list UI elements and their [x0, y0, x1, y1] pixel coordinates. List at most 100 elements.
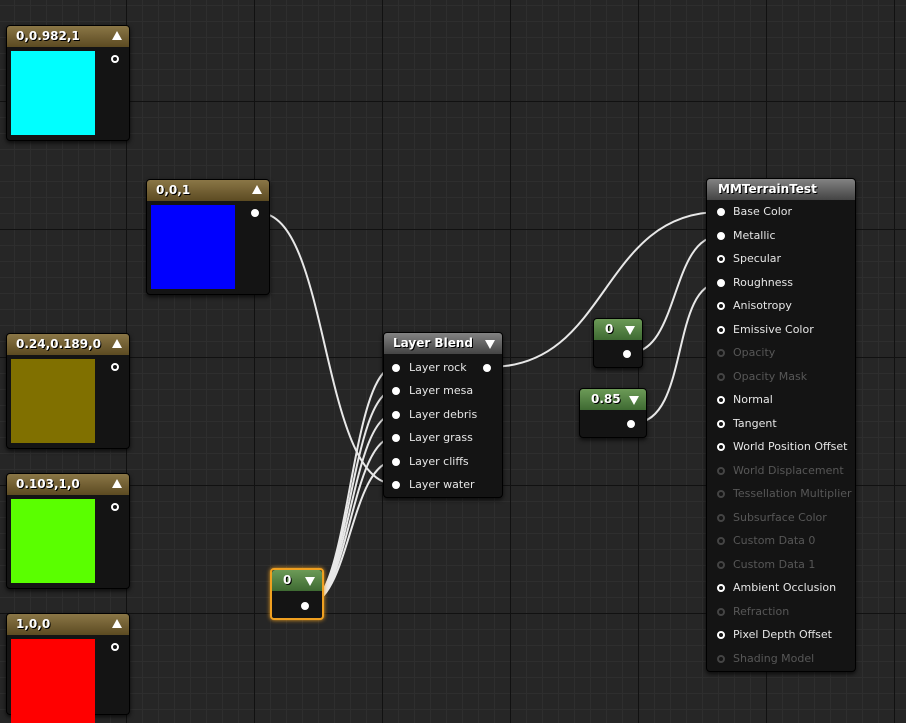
layer-grass-pin[interactable]: [392, 434, 400, 442]
material-input-label: Subsurface Color: [733, 510, 827, 524]
scalar-node-header[interactable]: 0: [272, 570, 322, 591]
material-input-pin[interactable]: [717, 231, 725, 240]
vector-node-label: 0,0.982,1: [16, 29, 80, 43]
output-pin[interactable]: [251, 209, 259, 217]
material-input-pin[interactable]: [717, 560, 725, 569]
material-input-label: Anisotropy: [733, 299, 792, 312]
material-input-label: Opacity Mask: [733, 369, 808, 383]
scalar-output-pin[interactable]: [623, 350, 631, 358]
material-input-label: Normal: [733, 393, 773, 406]
layer-debris-label: Layer debris: [409, 408, 478, 421]
layer-cliffs-label: Layer cliffs: [409, 455, 469, 468]
vector-node-header[interactable]: 0,0.982,1: [7, 26, 129, 47]
layer-water-label: Layer water: [409, 478, 475, 491]
material-input-label: Roughness: [733, 275, 794, 289]
scalar-node-metallic[interactable]: 0: [593, 318, 643, 368]
layer-blend-header[interactable]: Layer Blend: [384, 333, 502, 354]
material-input-label: Shading Model: [733, 651, 815, 665]
material-input-pin[interactable]: [717, 631, 725, 639]
material-input-pin[interactable]: [717, 419, 725, 428]
output-pin[interactable]: [111, 55, 119, 63]
layer-rock-pin[interactable]: [392, 364, 400, 372]
scalar-node-header[interactable]: 0.85: [580, 389, 646, 410]
material-input-pin[interactable]: [717, 443, 725, 451]
layer-grass-label: Layer grass: [409, 431, 473, 444]
layer-blend-title: Layer Blend: [393, 336, 473, 350]
material-input-pin[interactable]: [717, 584, 725, 592]
material-input-pin[interactable]: [717, 255, 725, 263]
vector-node-header[interactable]: 0.103,1,0: [7, 474, 129, 495]
layer-cliffs-pin[interactable]: [392, 458, 400, 466]
output-pin[interactable]: [111, 643, 119, 651]
collapse-triangle-icon[interactable]: [252, 185, 262, 194]
scalar-output-pin[interactable]: [627, 420, 635, 428]
collapse-triangle-icon[interactable]: [112, 339, 122, 348]
material-input-label: Refraction: [733, 604, 790, 618]
color-swatch: [151, 205, 235, 289]
color-swatch: [11, 499, 95, 583]
material-input-pin[interactable]: [717, 607, 725, 616]
layer-blend-output-pin[interactable]: [483, 364, 491, 372]
material-input-label: Tangent: [733, 416, 777, 430]
layer-mesa-pin[interactable]: [392, 387, 400, 395]
material-input-label: Custom Data 0: [733, 534, 816, 547]
scalar-node-header[interactable]: 0: [594, 319, 642, 340]
material-input-pin[interactable]: [717, 466, 725, 475]
collapse-triangle-icon[interactable]: [112, 619, 122, 628]
material-input-label: Tessellation Multiplier: [733, 487, 852, 500]
vector-node-header[interactable]: 0,0,1: [147, 180, 269, 201]
material-input-pin[interactable]: [717, 325, 725, 334]
expand-triangle-icon[interactable]: [625, 326, 635, 335]
scalar-value: 0: [605, 322, 614, 336]
material-input-pin[interactable]: [717, 396, 725, 404]
collapse-triangle-icon[interactable]: [112, 31, 122, 40]
material-title: MMTerrainTest: [718, 182, 817, 196]
vector-node-blue[interactable]: 0,0,1: [146, 179, 270, 295]
vector-node-label: 1,0,0: [16, 617, 51, 631]
material-input-label: Emissive Color: [733, 322, 814, 336]
material-input-label: Specular: [733, 252, 782, 265]
vector-node-label: 0.103,1,0: [16, 477, 80, 491]
vector-node-green[interactable]: 0.103,1,0: [6, 473, 130, 589]
vector-node-cyan[interactable]: 0,0.982,1: [6, 25, 130, 141]
layer-mesa-label: Layer mesa: [409, 384, 474, 397]
expand-triangle-icon[interactable]: [485, 340, 495, 349]
vector-node-label: 0.24,0.189,0: [16, 337, 102, 351]
output-pin[interactable]: [111, 503, 119, 511]
material-input-pin[interactable]: [717, 302, 725, 310]
collapse-triangle-icon[interactable]: [112, 479, 122, 488]
material-input-label: Metallic: [733, 228, 776, 242]
material-input-label: World Displacement: [733, 463, 844, 477]
material-input-label: World Position Offset: [733, 440, 848, 453]
expand-triangle-icon[interactable]: [629, 396, 639, 405]
color-swatch: [11, 51, 95, 135]
material-input-pin[interactable]: [717, 372, 725, 381]
layer-water-pin[interactable]: [392, 481, 400, 489]
output-pin[interactable]: [111, 363, 119, 371]
vector-node-red[interactable]: 1,0,0: [6, 613, 130, 723]
color-swatch: [11, 639, 95, 723]
material-input-pin[interactable]: [717, 513, 725, 522]
material-input-pin[interactable]: [717, 208, 725, 216]
vector-node-header[interactable]: 1,0,0: [7, 614, 129, 635]
vector-node-header[interactable]: 0.24,0.189,0: [7, 334, 129, 355]
material-input-pin[interactable]: [717, 537, 725, 545]
expand-triangle-icon[interactable]: [305, 577, 315, 586]
vector-node-olive[interactable]: 0.24,0.189,0: [6, 333, 130, 449]
wire-blue-to-rock: [258, 212, 396, 485]
material-input-pin[interactable]: [717, 490, 725, 498]
material-input-pin[interactable]: [717, 654, 725, 663]
material-input-label: Ambient Occlusion: [733, 581, 837, 594]
layer-debris-pin[interactable]: [392, 411, 400, 419]
material-input-pin[interactable]: [717, 278, 725, 287]
scalar-output-pin[interactable]: [301, 602, 309, 610]
scalar-node-selected[interactable]: 0: [270, 568, 324, 620]
material-input-label: Custom Data 1: [733, 557, 816, 571]
material-input-pin[interactable]: [717, 349, 725, 357]
scalar-value: 0.85: [591, 392, 621, 406]
material-header[interactable]: MMTerrainTest: [707, 179, 855, 200]
scalar-node-roughness[interactable]: 0.85: [579, 388, 647, 438]
layer-blend-node[interactable]: Layer Blend Layer rock Layer mesa Layer …: [383, 332, 503, 498]
scalar-value: 0: [283, 573, 292, 587]
